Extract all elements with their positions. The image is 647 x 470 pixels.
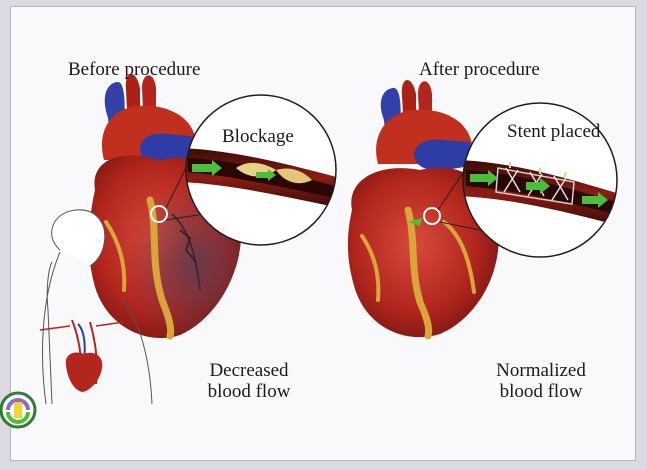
normalized-flow-line2: blood flow <box>476 381 606 402</box>
decreased-flow-line2: blood flow <box>189 381 309 402</box>
decreased-flow-caption: Decreased blood flow <box>189 360 309 402</box>
decreased-flow-line1: Decreased <box>189 360 309 381</box>
before-procedure-label: Before procedure <box>68 59 200 80</box>
blockage-label: Blockage <box>222 126 294 147</box>
normalized-flow-line1: Normalized <box>476 360 606 381</box>
watermark-logo-icon <box>1 393 35 427</box>
stent-placed-label: Stent placed <box>507 121 600 142</box>
after-procedure-label: After procedure <box>419 59 540 80</box>
normalized-flow-caption: Normalized blood flow <box>476 360 606 402</box>
